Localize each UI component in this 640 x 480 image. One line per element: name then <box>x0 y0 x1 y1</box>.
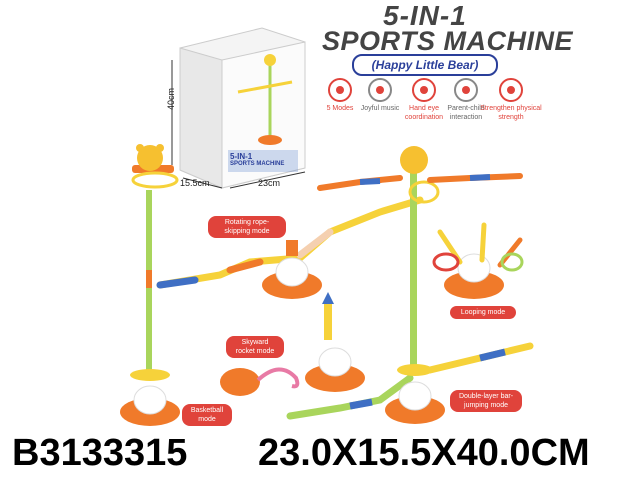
feature-music: Joyful music <box>350 78 410 113</box>
width-dimension: 23cm <box>258 178 281 188</box>
package-box <box>179 27 306 189</box>
music-icon <box>368 78 392 102</box>
item-dimensions: 23.0X15.5X40.0CM <box>258 432 590 474</box>
feature-label: Hand eye coordination <box>404 105 444 121</box>
hand-eye-icon <box>412 78 436 102</box>
rocket-set <box>220 292 365 396</box>
callout-rocket: Skyward rocket mode <box>226 336 284 358</box>
feature-hand-eye: Hand eye coordination <box>394 78 454 122</box>
title-line2: SPORTS MACHINE <box>322 26 574 56</box>
depth-dimension: 15.5cm <box>180 178 210 188</box>
parent-child-icon <box>454 78 478 102</box>
callout-looping: Looping mode <box>450 306 516 319</box>
height-dimension: 40cm <box>166 87 177 111</box>
looping-set <box>432 222 524 299</box>
feature-modes: 5 Modes <box>310 78 370 113</box>
callout-bar-jumping: Double-layer bar-jumping mode <box>450 390 522 412</box>
item-code: B3133315 <box>12 432 188 474</box>
modes-icon <box>328 78 352 102</box>
rope-skipping-set <box>156 196 424 299</box>
strength-icon <box>499 78 523 102</box>
callout-basketball: Basketball mode <box>182 404 232 426</box>
callout-rope-skipping: Rotating rope-skipping mode <box>208 216 286 238</box>
feature-label: 5 Modes <box>326 105 354 112</box>
feature-label: Strengthen physical strength <box>480 105 542 121</box>
feature-parent-child: Parent-child interaction <box>436 78 496 122</box>
feature-label: Parent-child interaction <box>447 105 485 121</box>
subtitle-badge: (Happy Little Bear) <box>352 54 498 76</box>
basketball-stand <box>120 144 180 426</box>
title-line1: 5-IN-1 <box>383 0 467 31</box>
box-title: 5-IN-1 <box>230 152 253 161</box>
feature-label: Joyful music <box>360 105 400 112</box>
box-subtitle: SPORTS MACHINE <box>230 161 285 167</box>
bar-jumping-set <box>286 342 534 424</box>
feature-strength: Strengthen physical strength <box>478 78 544 122</box>
looping-pole <box>317 146 523 370</box>
